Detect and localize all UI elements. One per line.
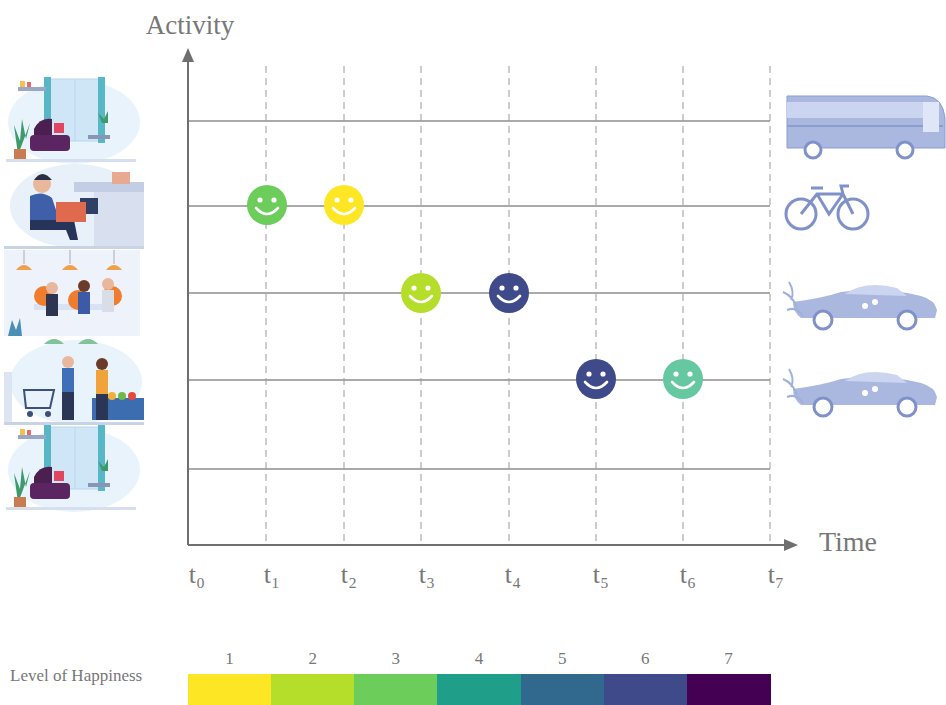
legend-label: 2 (308, 650, 317, 667)
legend-swatch (437, 674, 521, 705)
tick-label: t₀ (189, 562, 205, 588)
tick-label: t₃ (419, 562, 435, 588)
legend-label: 1 (225, 650, 234, 667)
legend-label: 3 (392, 650, 401, 667)
legend-label: 7 (724, 650, 733, 667)
legend-swatch (271, 674, 355, 705)
legend-label: 6 (641, 650, 650, 667)
axis-title: Time (819, 528, 877, 556)
tick-label: t₅ (593, 562, 609, 588)
axis-title: Activity (146, 12, 235, 39)
tick-label: t₄ (505, 562, 521, 588)
tick-label: t₁ (264, 562, 280, 588)
legend-label: 4 (475, 650, 484, 667)
legend-title: Level of Happiness (10, 667, 142, 684)
tick-label: t₂ (341, 562, 357, 588)
legend-swatch (188, 674, 272, 705)
tick-label: t₇ (768, 562, 784, 588)
legend-swatch (354, 674, 438, 705)
tick-label: t₆ (680, 562, 696, 588)
legend-swatch (687, 674, 771, 705)
legend-label: 5 (558, 650, 567, 667)
legend-swatch (604, 674, 688, 705)
legend-swatch (521, 674, 605, 705)
